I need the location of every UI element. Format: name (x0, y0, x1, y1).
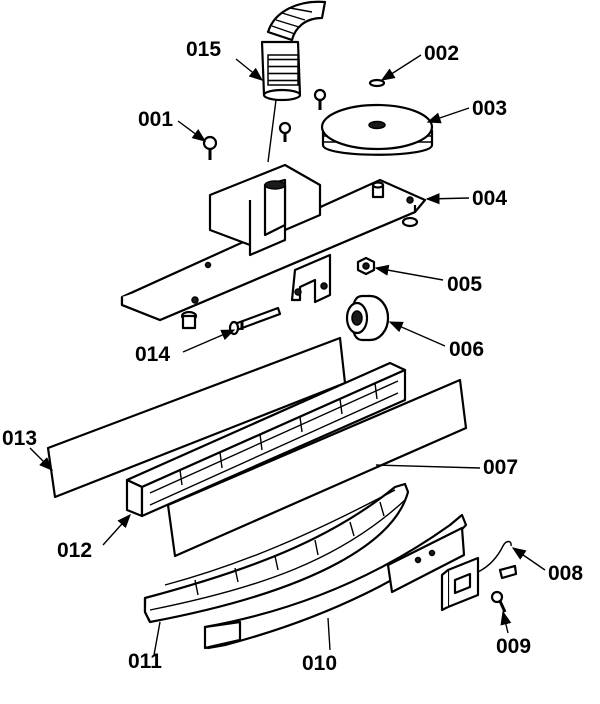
label-010: 010 (302, 652, 337, 675)
wheel-part (345, 294, 390, 342)
label-003: 003 (472, 97, 507, 120)
label-014: 014 (135, 343, 170, 366)
label-008: 008 (548, 562, 583, 585)
label-011: 011 (128, 650, 162, 673)
label-002: 002 (424, 42, 459, 65)
leader-lines (29, 54, 546, 656)
label-009: 009 (496, 635, 531, 658)
label-006: 006 (449, 338, 484, 361)
label-007: 007 (483, 456, 518, 479)
nut-part (356, 256, 376, 276)
weight-discs-part (320, 103, 434, 156)
carriage-part (203, 513, 468, 651)
label-015: 015 (186, 38, 221, 61)
rear-strip-part (166, 378, 481, 558)
hose-part (260, 0, 327, 163)
label-004: 004 (472, 187, 507, 210)
label-012: 012 (57, 539, 92, 562)
washer-part (368, 78, 386, 88)
screw-parts (202, 88, 327, 160)
label-005: 005 (447, 273, 482, 296)
main-body-part (120, 163, 427, 330)
latch-part (440, 540, 518, 612)
front-brush-body-part (143, 482, 410, 624)
screw-009-part (490, 590, 507, 613)
pin-part (228, 306, 282, 336)
rear-brush-body-part (125, 361, 407, 518)
label-001: 001 (138, 108, 173, 131)
label-013: 013 (2, 427, 37, 450)
